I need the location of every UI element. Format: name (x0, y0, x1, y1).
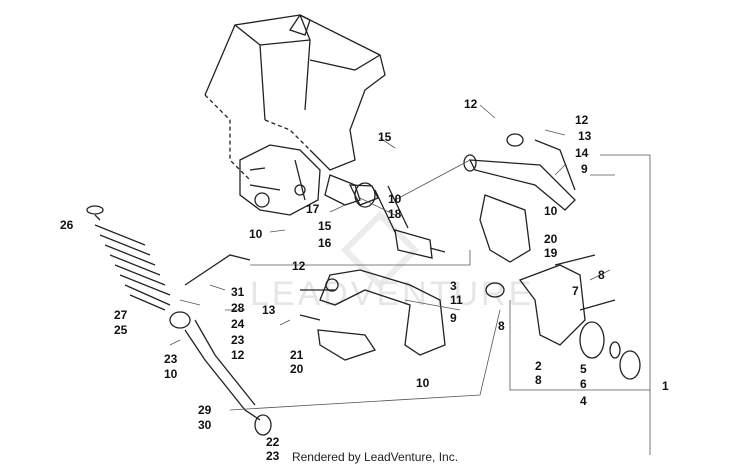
callout-12: 12 (575, 113, 589, 127)
footer-credit: Rendered by LeadVenture, Inc. (291, 450, 459, 464)
drive-axle (348, 182, 446, 259)
callout-9: 9 (581, 162, 588, 176)
callout-9: 9 (450, 311, 457, 325)
callout-28: 28 (231, 301, 245, 315)
callout-1: 1 (662, 379, 669, 393)
callout-13: 13 (262, 303, 276, 317)
callout-11: 11 (450, 293, 463, 307)
callout-labels: 12 12 13 14 9 15 10 18 17 15 16 10 10 20… (60, 97, 669, 463)
callout-7: 7 (572, 284, 579, 298)
watermark: LEADVENTURE (250, 210, 534, 313)
callout-26: 26 (60, 218, 74, 232)
callout-12: 12 (464, 97, 478, 111)
callout-23: 23 (266, 449, 280, 463)
callout-20: 20 (544, 232, 558, 246)
callout-10: 10 (388, 192, 402, 206)
frame-assembly (204, 14, 386, 216)
callout-15: 15 (378, 130, 392, 144)
callout-6: 6 (580, 377, 587, 391)
callout-10: 10 (544, 204, 558, 218)
callout-8: 8 (598, 268, 605, 282)
callout-29: 29 (198, 403, 212, 417)
callout-18: 18 (388, 207, 402, 221)
callout-12: 12 (231, 348, 245, 362)
callout-25: 25 (114, 323, 128, 337)
callout-24: 24 (231, 317, 245, 331)
shock-spring (86, 205, 272, 436)
callout-10: 10 (416, 376, 430, 390)
callout-10: 10 (164, 367, 178, 381)
leader-lines (169, 104, 651, 455)
callout-23: 23 (231, 333, 245, 347)
callout-10: 10 (249, 227, 263, 241)
callout-8: 8 (535, 373, 542, 387)
callout-15: 15 (318, 219, 332, 233)
watermark-text: LEADVENTURE (250, 275, 534, 313)
callout-13: 13 (578, 129, 592, 143)
callout-4: 4 (580, 394, 587, 408)
callout-2: 2 (535, 359, 542, 373)
callout-14: 14 (575, 146, 589, 160)
callout-22: 22 (266, 435, 280, 449)
callout-5: 5 (580, 362, 587, 376)
callout-31: 31 (231, 285, 245, 299)
lower-a-arm (299, 269, 446, 356)
callout-16: 16 (318, 236, 332, 250)
callout-12: 12 (292, 259, 306, 273)
callout-8: 8 (498, 319, 505, 333)
callout-17: 17 (306, 202, 320, 216)
spindle-hub (485, 254, 641, 380)
callout-19: 19 (544, 246, 558, 260)
callout-27: 27 (114, 308, 128, 322)
callout-30: 30 (198, 418, 212, 432)
skid-plates (317, 194, 531, 361)
callout-20: 20 (290, 362, 304, 376)
callout-3: 3 (450, 279, 457, 293)
callout-23: 23 (164, 352, 178, 366)
callout-21: 21 (290, 348, 304, 362)
